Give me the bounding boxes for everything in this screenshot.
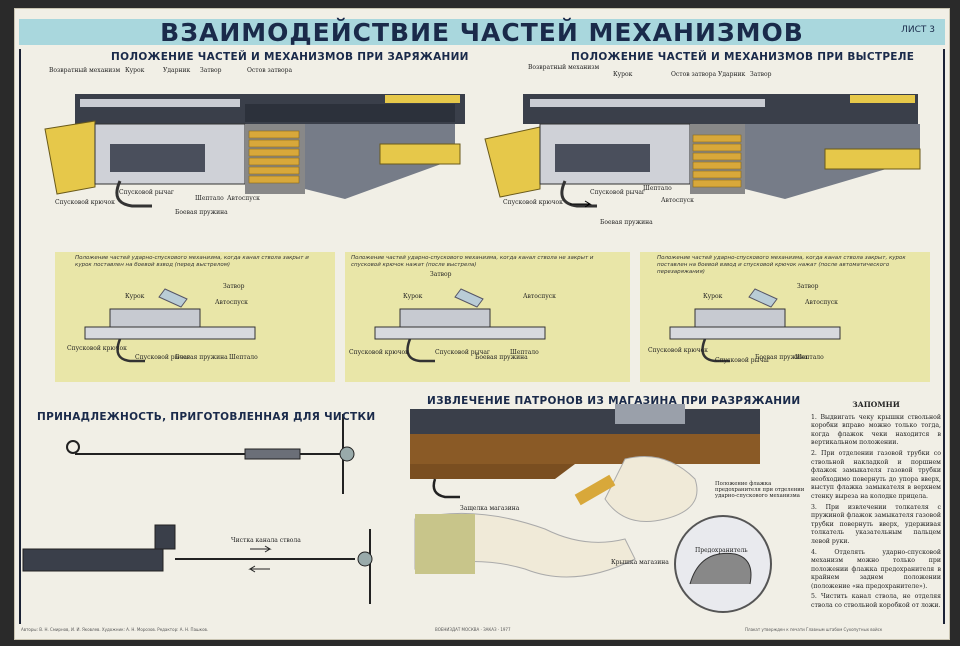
panel-3-label-bolt: Затвор [797,283,819,290]
panel-2-label-trigger-lever: Спусковой рычаг [435,349,491,356]
illustrations [22,94,930,613]
label-return-mechanism-right: Возвратный механизм [528,64,600,71]
label-magazine-catch: Защелка магазина [460,505,520,512]
footer-center: ВОЕНИЗДАТ МОСКВА · ЗАКАЗ · 1977 [435,627,511,632]
label-safety: Предохранитель [695,547,748,554]
right-border-line [943,49,945,624]
label-trigger-lever-left: Спусковой рычаг [119,189,175,196]
footer-right: Плакат утвержден к печати Главным штабом… [745,627,883,632]
note-item: 3. При извлечении толкателя с пружиной ф… [811,503,941,545]
label-striker-left: Ударник [163,67,191,74]
unloading-heading: ИЗВЛЕЧЕНИЕ ПАТРОНОВ ИЗ МАГАЗИНА ПРИ РАЗР… [427,395,801,407]
label-mainspring-right: Боевая пружина [600,219,653,226]
note-item: 2. При отделении газовой трубки со ствол… [811,449,941,500]
label-hammer-left: Курок [125,67,145,74]
note-item: 5. Чистить канал ствола, не отделяя ство… [811,593,941,610]
panel-2-label-hammer: Курок [403,293,423,300]
label-magazine-cover: Крышка магазина [611,559,669,566]
loading-cutaway-drawing [44,94,465,208]
panel-1-label-trigger: Спусковой крючок [67,345,127,352]
panel-2-label-bolt: Затвор [430,271,452,278]
panel-1-label-mainspring: Боевая пружина [175,354,228,361]
panel-3-label-trigger: Спусковой крючок [648,347,708,354]
panel-2-label-sear: Шептало [510,349,539,356]
panel-1-label-autosear: Автоспуск [215,299,248,306]
panel-2-label-mainspring: Боевая пружина [475,354,528,361]
left-border-line [19,49,21,624]
notes-box: ЗАПОМНИ 1. Выдвигать чеку крышки ствольн… [811,400,941,613]
label-striker-right: Ударник [718,71,746,78]
notes-title: ЗАПОМНИ [852,400,900,409]
label-autosear-left: Автоспуск [227,195,260,202]
panel-2-label-autosear: Автоспуск [523,293,556,300]
label-mainspring-left: Боевая пружина [175,209,228,216]
cleaning-drawing [22,414,373,604]
panel-3-label-trigger-lever: Спусковой рычаг [715,357,771,364]
title-band: ВЗАИМОДЕЙСТВИЕ ЧАСТЕЙ МЕХАНИЗМОВ ЛИСТ 3 [19,18,945,47]
label-bolt-right: Затвор [750,71,772,78]
cleaning-heading: ПРИНАДЛЕЖНОСТЬ, ПРИГОТОВЛЕННАЯ ДЛЯ ЧИСТК… [37,411,376,423]
panel-1-caption: Положение частей ударно-спускового механ… [75,255,309,268]
footer-left: Авторы: В. Н. Смирнов, И. И. Яковлев. Ху… [21,627,209,632]
label-bolt-carrier-right: Остов затвора [671,71,717,78]
label-trigger-lever-right: Спусковой рычаг [590,189,646,196]
note-item: 4. Отделять ударно-спусковой механизм мо… [811,548,941,590]
note-item: 1. Выдвигать чеку крышки ствольной короб… [811,413,941,447]
panel-1-label-trigger-lever: Спусковой рычаг [135,354,191,361]
loading-heading: ПОЛОЖЕНИЕ ЧАСТЕЙ И МЕХАНИЗМОВ ПРИ ЗАРЯЖА… [111,51,469,63]
panel-3-label-autosear: Автоспуск [805,299,838,306]
firing-cutaway-drawing [484,94,921,208]
panel-2-caption: Положение частей ударно-спускового механ… [351,255,594,268]
panel-2-label-trigger: Спусковой крючок [349,349,409,356]
label-bolt-left: Затвор [200,67,222,74]
panel-3-label-sear: Шептало [795,354,824,361]
firing-heading: ПОЛОЖЕНИЕ ЧАСТЕЙ И МЕХАНИЗМОВ ПРИ ВЫСТРЕ… [571,51,915,63]
trigger-panels [55,252,930,382]
poster-title: ВЗАИМОДЕЙСТВИЕ ЧАСТЕЙ МЕХАНИЗМОВ [160,18,804,47]
unloading-drawing [410,404,772,613]
sheet-number: ЛИСТ 3 [901,25,935,35]
label-autosear-right: Автоспуск [661,197,694,204]
poster: ВЗАИМОДЕЙСТВИЕ ЧАСТЕЙ МЕХАНИЗМОВ ЛИСТ 3 … [14,8,950,640]
panel-3-label-mainspring: Боевая пружина [755,354,808,361]
label-bolt-carrier-left: Остов затвора [247,67,293,74]
panel-3-label-hammer: Курок [703,293,723,300]
panel-1-label-bolt: Затвор [223,283,245,290]
cleaning-label: Чистка канала ствола [231,537,301,544]
label-sear-right: Шептало [643,185,672,192]
panel-1-label-sear: Шептало [229,354,258,361]
label-trigger-left: Спусковой крючок [55,199,115,206]
label-safety-position: Положение флажка предохранителя при отде… [715,481,805,499]
label-trigger-right: Спусковой крючок [503,199,563,206]
label-return-mechanism-left: Возвратный механизм [49,67,121,74]
label-sear-left: Шептало [195,195,224,202]
label-hammer-right: Курок [613,71,633,78]
panel-3-caption: Положение частей ударно-спускового механ… [657,255,906,275]
panel-1-label-hammer: Курок [125,293,145,300]
